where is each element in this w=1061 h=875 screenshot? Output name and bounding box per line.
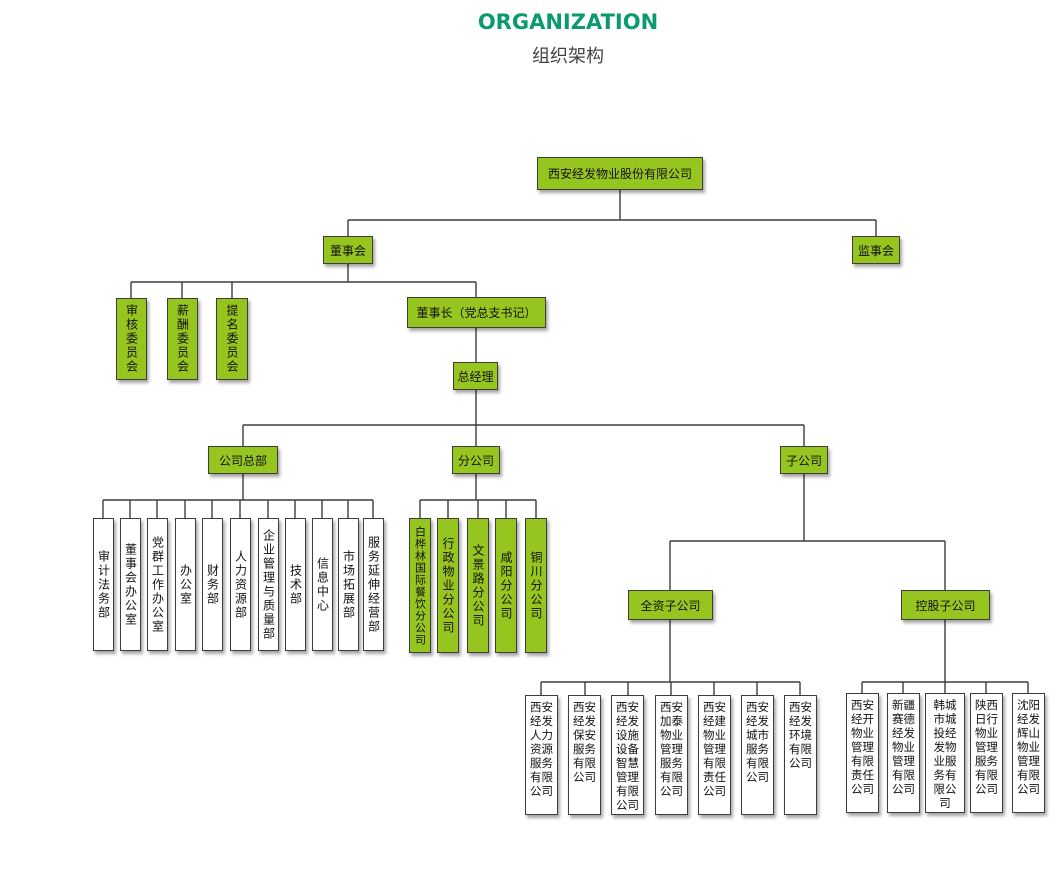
node-compensation-committee: 薪酬委员会	[167, 298, 198, 380]
node-hold-jingkai: 西安经开物业管理有限责任公司	[846, 693, 879, 813]
node-dept-finance: 财务部	[202, 518, 223, 651]
node-sub-facilities: 西安经发设施设备智慧管理有限公司	[611, 695, 644, 815]
node-general-manager: 总经理	[453, 362, 498, 390]
node-branch-tongchuan: 铜川分公司	[525, 518, 547, 653]
node-supervisory-board: 监事会	[852, 236, 900, 264]
node-dept-party-office: 党群工作办公室	[147, 518, 168, 651]
node-root-company: 西安经发物业股份有限公司	[537, 157, 703, 190]
node-dept-market: 市场拓展部	[338, 518, 359, 651]
node-chairman: 董事长（党总支书记）	[407, 297, 546, 328]
page-subtitle: 组织架构	[532, 46, 604, 67]
node-sub-environment: 西安经发环境有限公司	[784, 695, 817, 815]
node-sub-hr-services-label: 西安经发人力资源服务有限公司	[530, 700, 553, 798]
node-sub-security-label: 西安经发保安服务有限公司	[573, 700, 596, 784]
node-dept-info-center: 信息中心	[312, 518, 333, 651]
node-dept-hr: 人力资源部	[230, 518, 251, 651]
node-headquarters: 公司总部	[208, 446, 278, 474]
node-wholly-owned: 全资子公司	[628, 590, 713, 620]
node-audit-committee: 审核委员会	[116, 298, 147, 380]
node-dept-technology: 技术部	[285, 518, 306, 651]
node-dept-extended-services: 服务延伸经营部	[363, 518, 384, 651]
node-hold-hancheng-label: 韩城市城投经发物业服务有限公司	[933, 698, 957, 810]
page-title: ORGANIZATION	[477, 10, 659, 34]
node-sub-hr-services: 西安经发人力资源服务有限公司	[525, 695, 558, 815]
node-holding: 控股子公司	[901, 590, 990, 620]
node-dept-audit-legal: 审计法务部	[93, 518, 114, 651]
node-subsidiaries: 子公司	[780, 446, 828, 474]
node-hold-xinjiang-label: 新疆赛德经发物业管理有限公司	[892, 698, 915, 796]
node-dept-general-office: 办公室	[175, 518, 196, 651]
node-hold-xinjiang: 新疆赛德经发物业管理有限公司	[887, 693, 920, 813]
node-sub-city-services: 西安经发城市服务有限公司	[741, 695, 774, 815]
node-sub-jiatai: 西安加泰物业管理服务有限公司	[655, 695, 688, 815]
node-sub-jiatai-label: 西安加泰物业管理服务有限公司	[660, 700, 683, 798]
node-hold-jingkai-label: 西安经开物业管理有限责任公司	[851, 698, 874, 796]
node-board: 董事会	[323, 236, 373, 264]
node-hold-shaanxi-rixing: 陕西日行物业管理服务有限公司	[970, 693, 1003, 813]
node-branches: 分公司	[452, 446, 500, 474]
node-hold-hancheng: 韩城市城投经发物业服务有限公司	[925, 693, 965, 813]
node-hold-shenyang-label: 沈阳经发辉山物业管理有限公司	[1017, 698, 1040, 796]
node-sub-security: 西安经发保安服务有限公司	[568, 695, 601, 815]
node-sub-jingjian: 西安经建物业管理有限责任公司	[698, 695, 731, 815]
node-branch-baihualin: 白桦林国际餐饮分公司	[409, 518, 431, 653]
node-nomination-committee: 提名委员会	[216, 298, 248, 380]
node-hold-shenyang: 沈阳经发辉山物业管理有限公司	[1012, 693, 1045, 813]
node-dept-board-office: 董事会办公室	[120, 518, 141, 651]
node-branch-admin-property: 行政物业分公司	[437, 518, 459, 653]
node-dept-quality: 企业管理与质量部	[258, 518, 279, 651]
node-branch-wenjing: 文景路分公司	[467, 518, 489, 653]
node-sub-jingjian-label: 西安经建物业管理有限责任公司	[703, 700, 726, 798]
node-sub-facilities-label: 西安经发设施设备智慧管理有限公司	[616, 700, 639, 812]
node-sub-city-services-label: 西安经发城市服务有限公司	[746, 700, 769, 784]
node-hold-shaanxi-rixing-label: 陕西日行物业管理服务有限公司	[975, 698, 998, 796]
node-sub-environment-label: 西安经发环境有限公司	[789, 700, 812, 770]
node-branch-xianyang: 咸阳分公司	[495, 518, 517, 653]
